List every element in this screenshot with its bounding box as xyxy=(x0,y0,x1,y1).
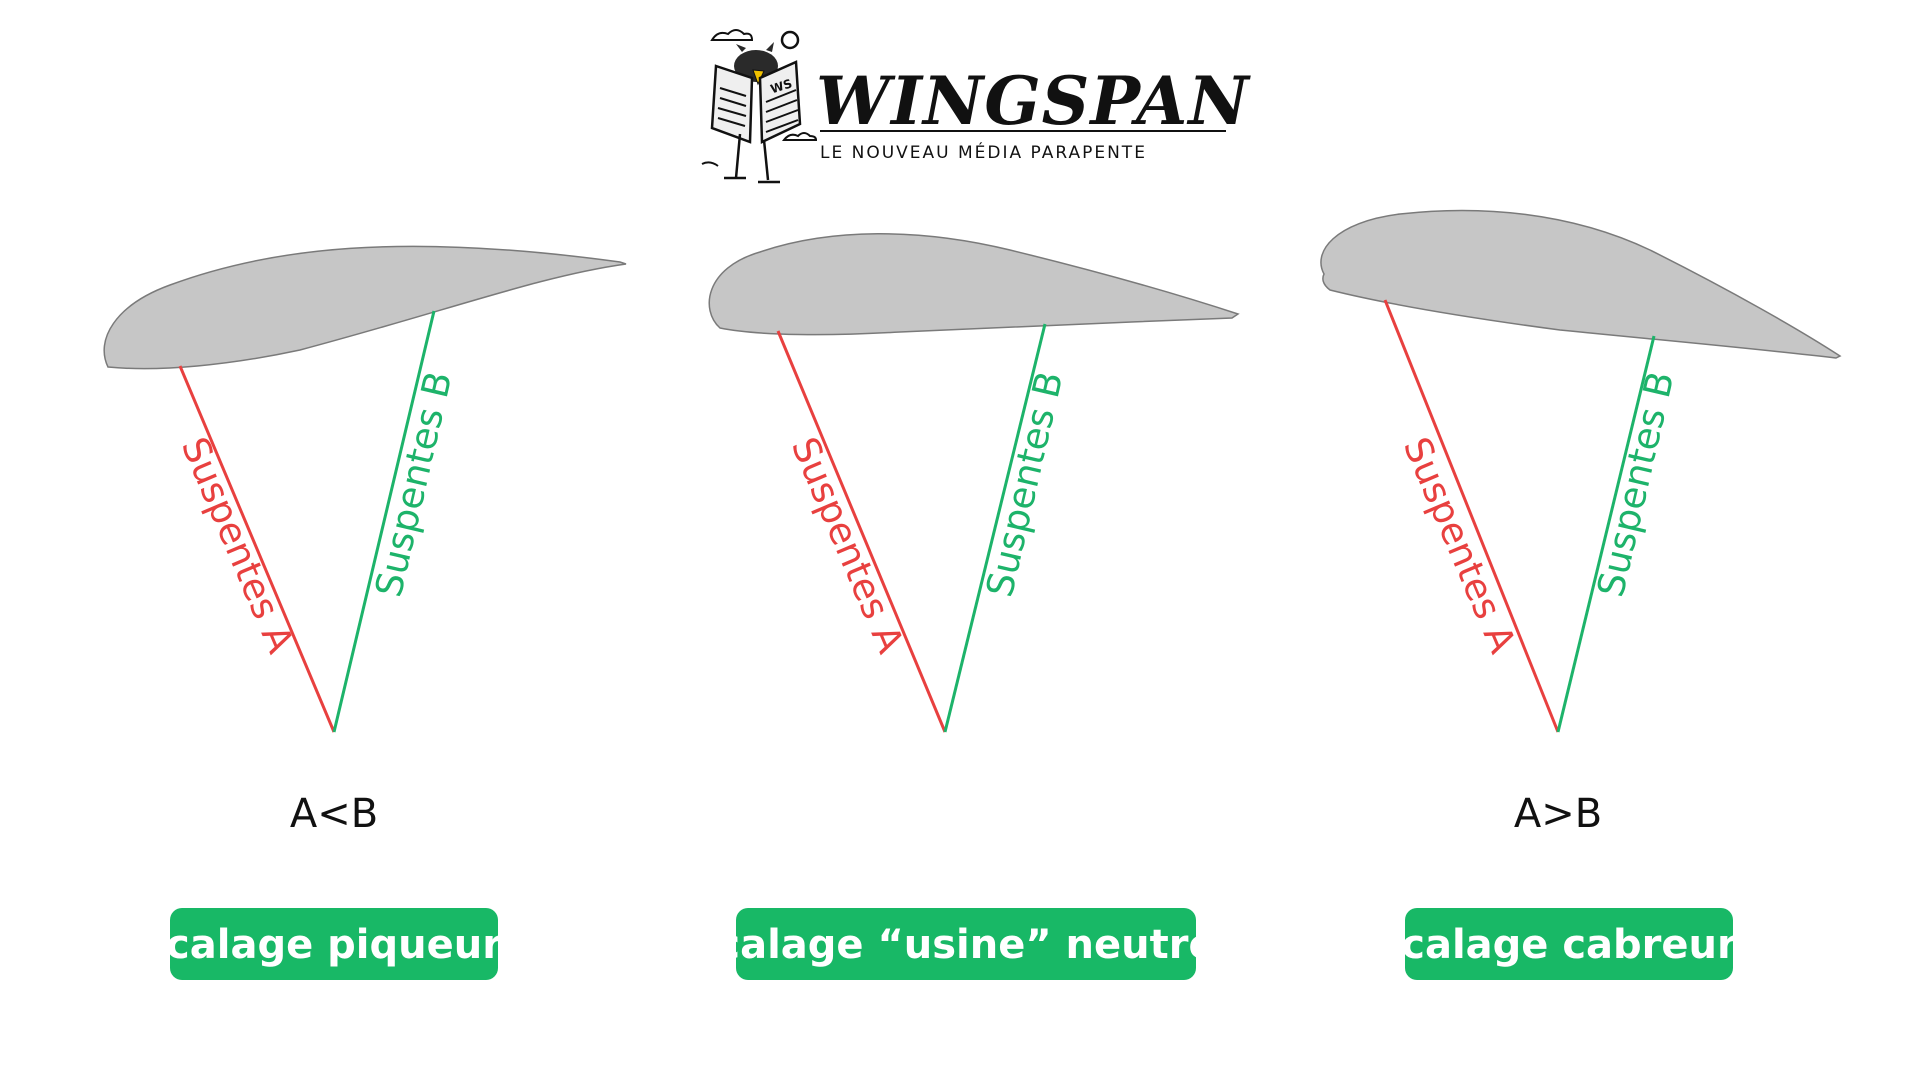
badge-cabreur xyxy=(1405,908,1733,980)
line-b-label: Suspentes B xyxy=(367,367,461,600)
line-a-label: Suspentes A xyxy=(1395,431,1524,659)
line-a xyxy=(1383,299,1560,733)
panel-neutre: Suspentes A Suspentes B calage “usine” n… xyxy=(708,233,1240,980)
line-a-label: Suspentes A xyxy=(783,431,912,659)
badge-label: calage “usine” neutre xyxy=(716,922,1215,968)
wing-profile xyxy=(103,245,627,370)
brand-tagline: LE NOUVEAU MÉDIA PARAPENTE xyxy=(820,141,1147,163)
line-b-label: Suspentes B xyxy=(1589,367,1683,600)
badge-piqueur xyxy=(170,908,498,980)
ratio-label: A>B xyxy=(1514,791,1602,837)
badge-neutre xyxy=(736,908,1196,980)
bird-reading-newspaper-icon: WS xyxy=(701,29,818,184)
line-a xyxy=(178,365,336,733)
panel-piqueur: Suspentes A Suspentes B A<B calage pique… xyxy=(103,245,627,980)
line-b-label: Suspentes B xyxy=(978,367,1072,600)
wing-profile xyxy=(1320,209,1842,359)
line-b xyxy=(332,310,436,733)
line-a xyxy=(776,330,947,733)
ratio-label: A<B xyxy=(290,791,378,837)
newspaper-mark: WS xyxy=(769,76,794,96)
wingspan-logo: WS WINGSPAN LE NOUVEAU MÉDIA PARAPENTE xyxy=(701,29,1251,184)
brand-name: WINGSPAN xyxy=(816,62,1251,140)
line-a-label: Suspentes A xyxy=(173,431,302,659)
badge-label: calage piqueur xyxy=(166,922,502,968)
panel-cabreur: Suspentes A Suspentes B A>B calage cabre… xyxy=(1320,209,1842,980)
wing-profile xyxy=(708,233,1240,336)
badge-label: calage cabreur xyxy=(1401,922,1737,968)
line-b xyxy=(1556,335,1656,733)
line-b xyxy=(943,323,1047,733)
